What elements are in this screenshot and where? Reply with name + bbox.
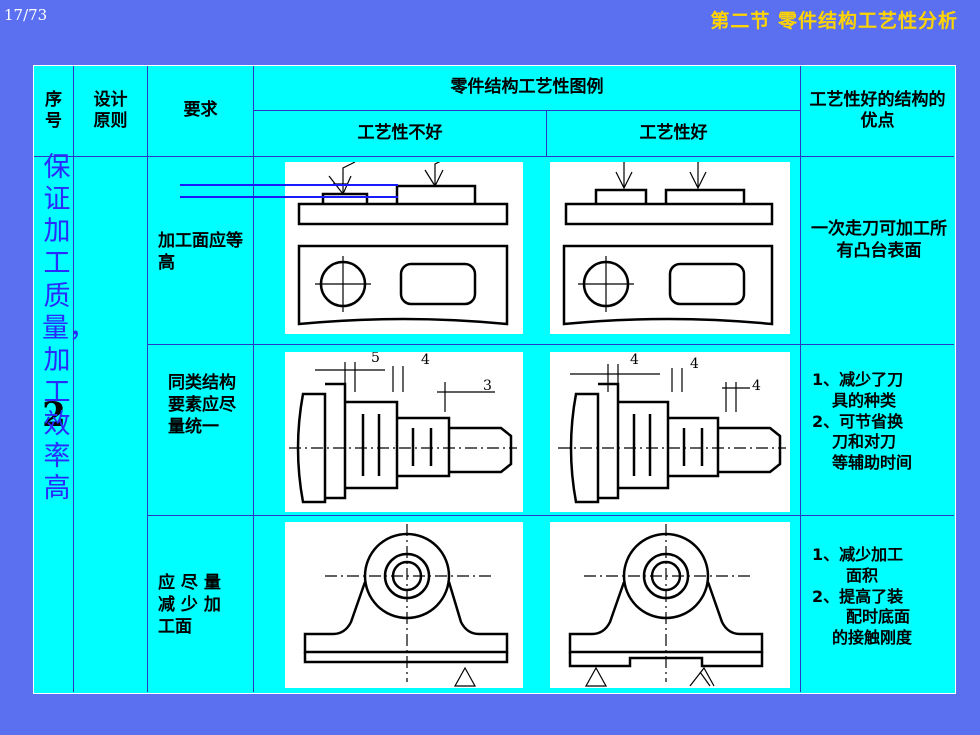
row2-requirement: 同类结构要素应尽量统一 (168, 373, 236, 438)
header-requirement: 要求 (183, 100, 218, 121)
row-number: 2 (42, 395, 66, 435)
row1-good-drawing (550, 162, 790, 334)
good-dim-3: 4 (752, 378, 761, 394)
row2-advantage: 1、减少了刀 具的种类 2、可节省换 刀和对刀 等辅助时间 (812, 370, 913, 473)
principle-text: 保证加工质量，加工效率高 (42, 152, 96, 505)
header-bad: 工艺性不好 (357, 122, 443, 143)
row2-good-drawing: 4 4 4 (550, 352, 790, 512)
good-dim-1: 4 (630, 352, 639, 368)
header-advantage: 工艺性好的结构的优点 (809, 89, 946, 131)
good-dim-2: 4 (690, 356, 699, 372)
header-good: 工艺性好 (639, 122, 708, 143)
row1-bad-drawing (285, 162, 523, 334)
bad-dim-2: 4 (421, 352, 430, 368)
row1-requirement: 加工面应等高 (158, 231, 243, 274)
header-principle: 设计原则 (93, 89, 128, 131)
section-title: 第二节 零件结构工艺性分析 (710, 10, 958, 32)
row1-advantage: 一次走刀可加工所有凸台表面 (811, 219, 947, 262)
row3-requirement: 应 尽 量 减 少 加 工面 (158, 573, 221, 638)
header-examples: 零件结构工艺性图例 (450, 77, 604, 98)
row3-good-drawing (550, 522, 790, 688)
row3-advantage: 1、减少加工 面积 2、提高了装 配时底面 的接触刚度 (812, 545, 913, 648)
row2-bad-drawing: 5 4 3 (285, 352, 523, 512)
bad-dim-1: 5 (371, 352, 380, 366)
row3-bad-drawing (285, 522, 523, 688)
header-seq: 序号 (45, 89, 62, 131)
bad-dim-3: 3 (483, 378, 492, 394)
page-number: 17/73 (4, 6, 48, 24)
